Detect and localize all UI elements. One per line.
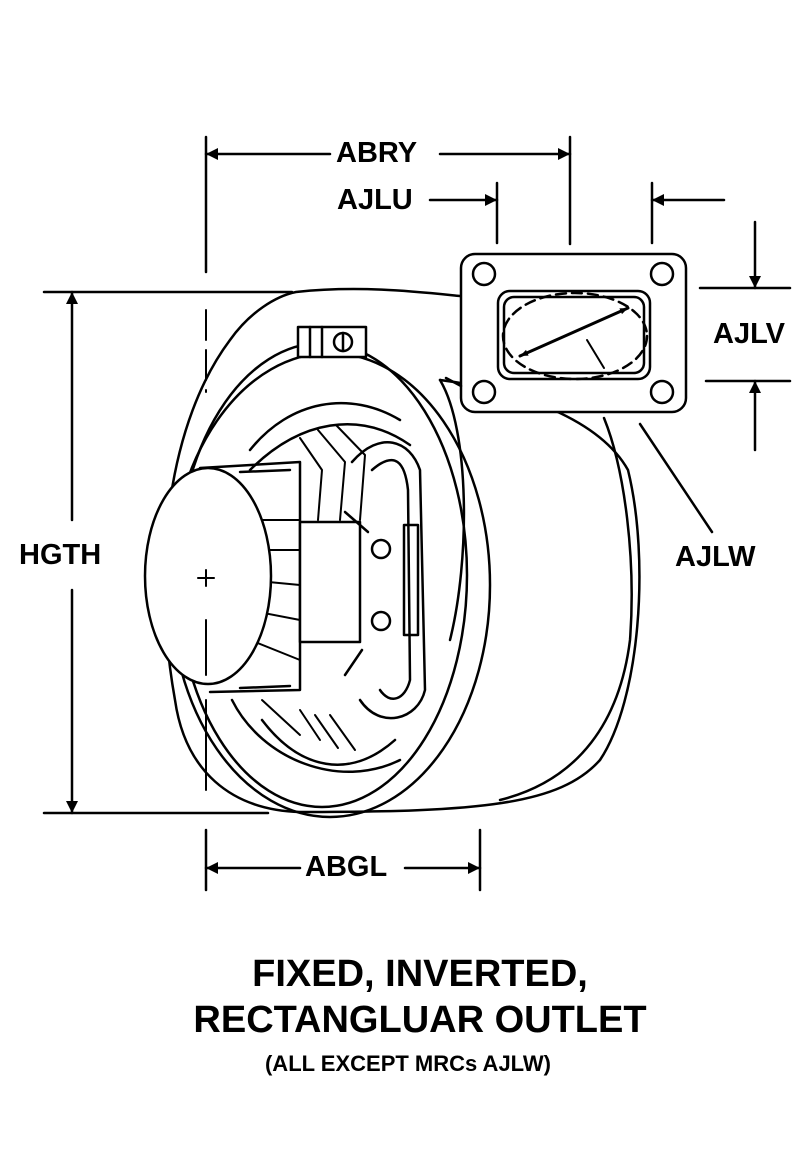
caption-note: (ALL EXCEPT MRCs AJLW)	[264, 1051, 551, 1076]
dimension-label-abry: ABRY	[336, 137, 418, 169]
dimension-label-hgth: HGTH	[19, 539, 102, 571]
dimension-label-abgl: ABGL	[305, 851, 388, 883]
caption-line-1: FIXED, INVERTED,	[252, 953, 588, 995]
dimension-label-ajlw: AJLW	[675, 541, 756, 573]
inlet-bracket	[298, 441, 427, 720]
caption-line-2: RECTANGLUAR OUTLET	[193, 999, 647, 1041]
outlet-flange	[444, 252, 688, 414]
motor	[143, 460, 302, 694]
dimension-label-ajlv: AJLV	[713, 318, 785, 350]
dimension-lines	[42, 135, 792, 892]
dimension-label-ajlu: AJLU	[337, 184, 413, 216]
top-clamp	[296, 325, 368, 359]
center-mark	[197, 309, 215, 791]
